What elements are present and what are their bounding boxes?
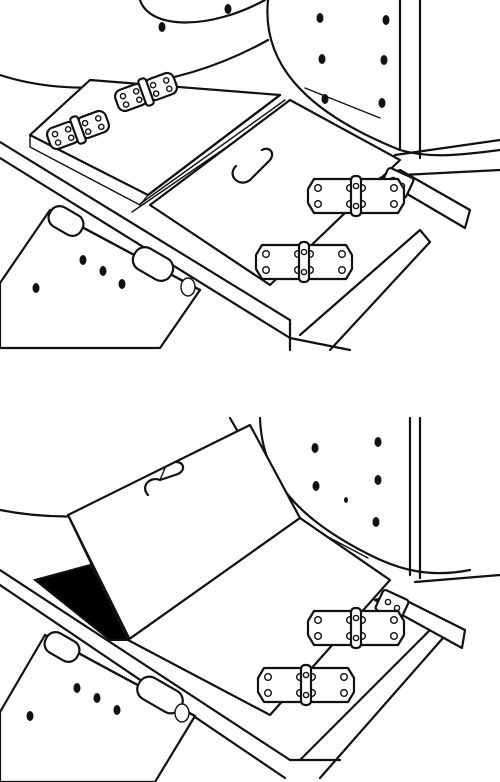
hex-hinge-lower: [256, 242, 352, 282]
hatch-plate: [148, 98, 402, 287]
turret-dome: [0, 0, 270, 89]
hex-hinge-upper: [308, 176, 404, 216]
panel-closed-hatch: [0, 0, 500, 352]
turret-cylinder: [266, 0, 500, 160]
side-door: [0, 205, 202, 350]
panel-open-hatch: [0, 416, 500, 782]
side-door-2: [0, 631, 197, 782]
hex-hinge-upper-2: [308, 608, 404, 648]
hatch-plate-2: [126, 516, 392, 717]
hex-hinge-lower-2: [258, 665, 354, 705]
